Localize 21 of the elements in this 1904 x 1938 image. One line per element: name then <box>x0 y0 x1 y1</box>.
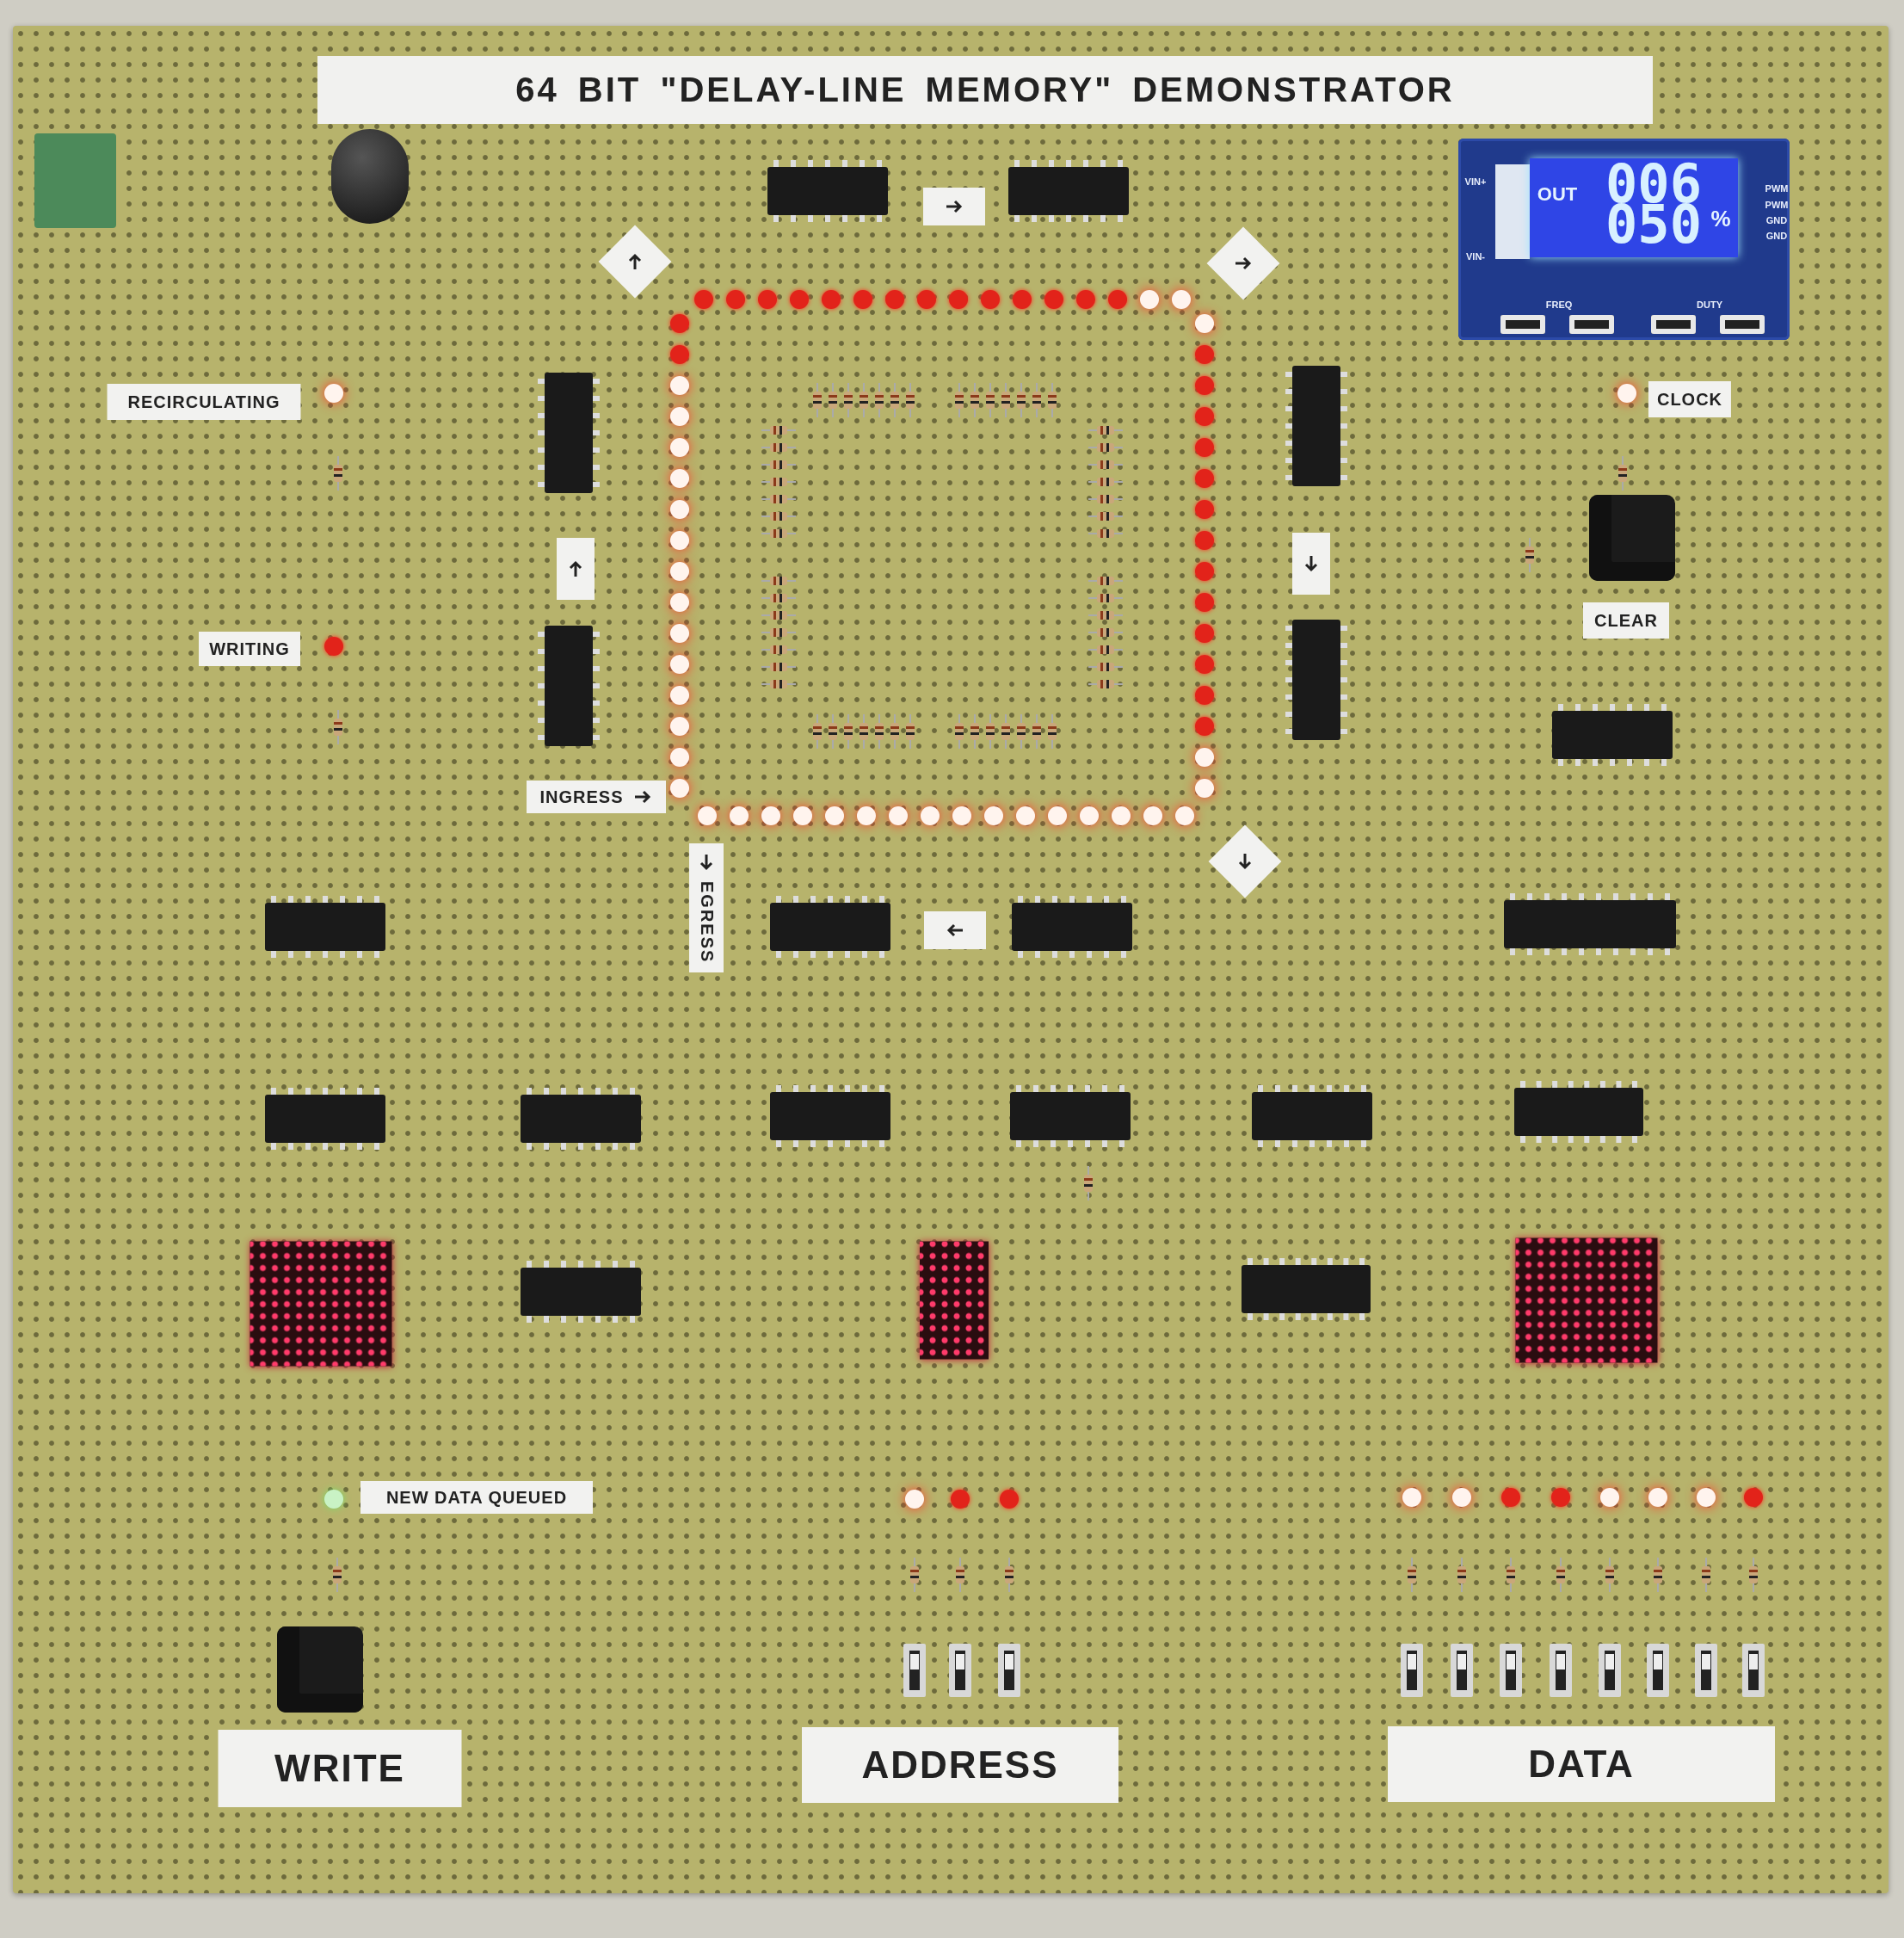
panel-label: CLOCK <box>1648 381 1732 417</box>
silkscreen-text: VIN- <box>1466 251 1485 262</box>
silkscreen-text: PWM <box>1765 200 1789 210</box>
panel-label: RECIRCULATING <box>107 384 301 420</box>
panel-label: ADDRESS <box>802 1727 1118 1803</box>
panel-label: WRITING <box>199 632 300 666</box>
panel-label: CLEAR <box>1583 602 1669 639</box>
label-text: EGRESS <box>696 881 717 964</box>
panel-label: WRITE <box>218 1730 462 1807</box>
panel-label: NEW DATA QUEUED <box>360 1481 593 1514</box>
panel-label: DATA <box>1388 1726 1775 1802</box>
lcd-readout: OUT <box>1537 185 1578 204</box>
silkscreen-text: VIN+ <box>1464 176 1487 187</box>
silkscreen-text: PWM <box>1765 183 1789 194</box>
lcd-readout: % <box>1710 207 1731 230</box>
label-text: INGRESS <box>539 787 624 807</box>
silkscreen-text: GND <box>1765 215 1788 225</box>
silkscreen-text: GND <box>1765 231 1788 241</box>
silkscreen-text: FREQ <box>1545 299 1573 310</box>
title-label: 64 BIT "DELAY-LINE MEMORY" DEMONSTRATOR <box>317 56 1653 124</box>
silkscreen-text: DUTY <box>1697 299 1722 310</box>
